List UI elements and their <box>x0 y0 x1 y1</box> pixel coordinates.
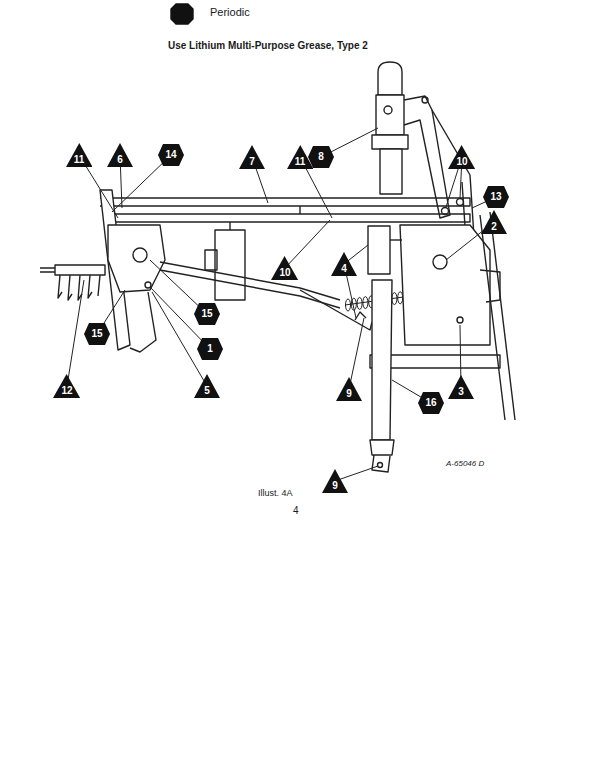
callout-marker: 10 <box>448 145 475 169</box>
lubricant-note: Use Lithium Multi-Purpose Grease, Type 2 <box>168 40 368 51</box>
callout-marker: 7 <box>239 145 265 169</box>
callout-number: 10 <box>448 145 475 167</box>
illustration-code: A-65046 D <box>446 459 484 468</box>
callout-number: 13 <box>483 186 509 202</box>
callout-marker: 8 <box>308 146 334 168</box>
callout-number: 16 <box>418 392 444 408</box>
callout-marker: 15 <box>194 303 220 325</box>
callout-marker: 13 <box>483 186 509 208</box>
callout-number: 15 <box>194 303 220 319</box>
callout-number: 14 <box>158 144 184 160</box>
section-heading: Periodic <box>210 6 250 18</box>
callout-number: 5 <box>194 374 220 396</box>
callout-marker: 15 <box>84 323 110 345</box>
leader-line <box>349 318 364 389</box>
callout-marker: 10 <box>271 256 298 280</box>
callout-number: 4 <box>331 252 357 274</box>
callout-marker: 16 <box>418 392 444 414</box>
callout-number: 1 <box>197 338 223 354</box>
callout-marker: 6 <box>107 143 133 167</box>
callout-number: 9 <box>336 377 362 399</box>
leader-line <box>67 280 84 386</box>
callout-number: 9 <box>322 469 348 491</box>
callout-number: 15 <box>84 323 110 339</box>
leader-line <box>335 466 378 481</box>
page-number: 4 <box>293 505 299 516</box>
callout-marker: 9 <box>322 469 348 493</box>
callout-marker: 3 <box>448 375 474 399</box>
callout-marker: 14 <box>158 144 184 166</box>
callout-marker: 12 <box>53 374 80 398</box>
callout-number: 10 <box>271 256 298 278</box>
callout-marker: 2 <box>481 210 507 234</box>
leader-line <box>285 220 330 268</box>
figure-caption: Illust. 4A <box>258 488 293 498</box>
callout-number: 12 <box>53 374 80 396</box>
callout-number: 8 <box>308 146 334 162</box>
callout-marker: 11 <box>66 143 93 167</box>
callout-number: 2 <box>481 210 507 232</box>
callout-number: 6 <box>107 143 133 165</box>
callout-number: 11 <box>66 143 93 165</box>
callout-number: 7 <box>239 145 265 167</box>
callout-number: 3 <box>448 375 474 397</box>
callout-marker: 4 <box>331 252 357 276</box>
callout-marker: 5 <box>194 374 220 398</box>
callout-marker: 9 <box>336 377 362 401</box>
callout-marker: 1 <box>197 338 223 360</box>
